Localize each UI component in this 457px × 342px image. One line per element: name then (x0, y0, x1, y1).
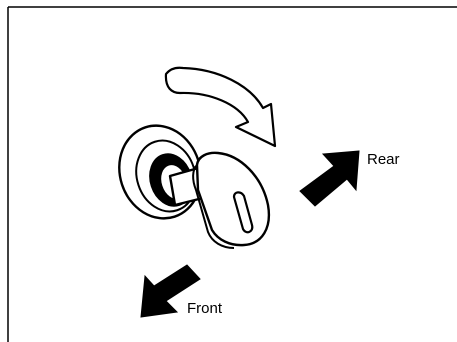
front-direction-arrow-icon (140, 264, 201, 318)
front-label: Front (187, 300, 223, 317)
key-icon (168, 151, 271, 249)
diagram-border (7, 6, 457, 342)
rear-label: Rear (367, 151, 400, 168)
curved-rotation-arrow-icon (164, 66, 277, 148)
rear-direction-arrow-icon (299, 150, 360, 207)
